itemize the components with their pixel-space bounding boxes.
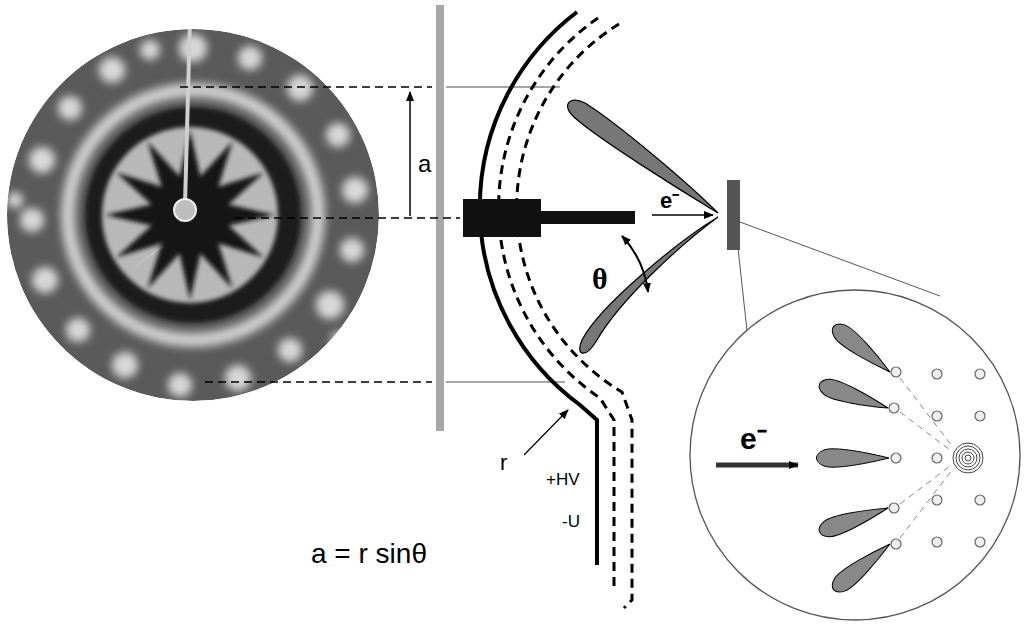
voltage-label: -U: [562, 513, 580, 530]
formula-label: a = r sinθ: [311, 540, 427, 568]
tip: [540, 211, 635, 224]
electron-label: e⁻: [660, 190, 679, 212]
voltage-label: +HV: [546, 471, 580, 488]
electron-label: e⁻: [740, 424, 767, 454]
inset-circle: [690, 290, 1020, 620]
hologram-image: [7, 20, 379, 401]
tip-holder: [463, 199, 541, 237]
angle-label: θ: [592, 264, 608, 294]
distance-label: a: [418, 152, 431, 176]
radius-label: r: [500, 452, 507, 474]
screen: [480, 12, 597, 565]
sample: [727, 180, 740, 250]
grid: [499, 18, 614, 590]
